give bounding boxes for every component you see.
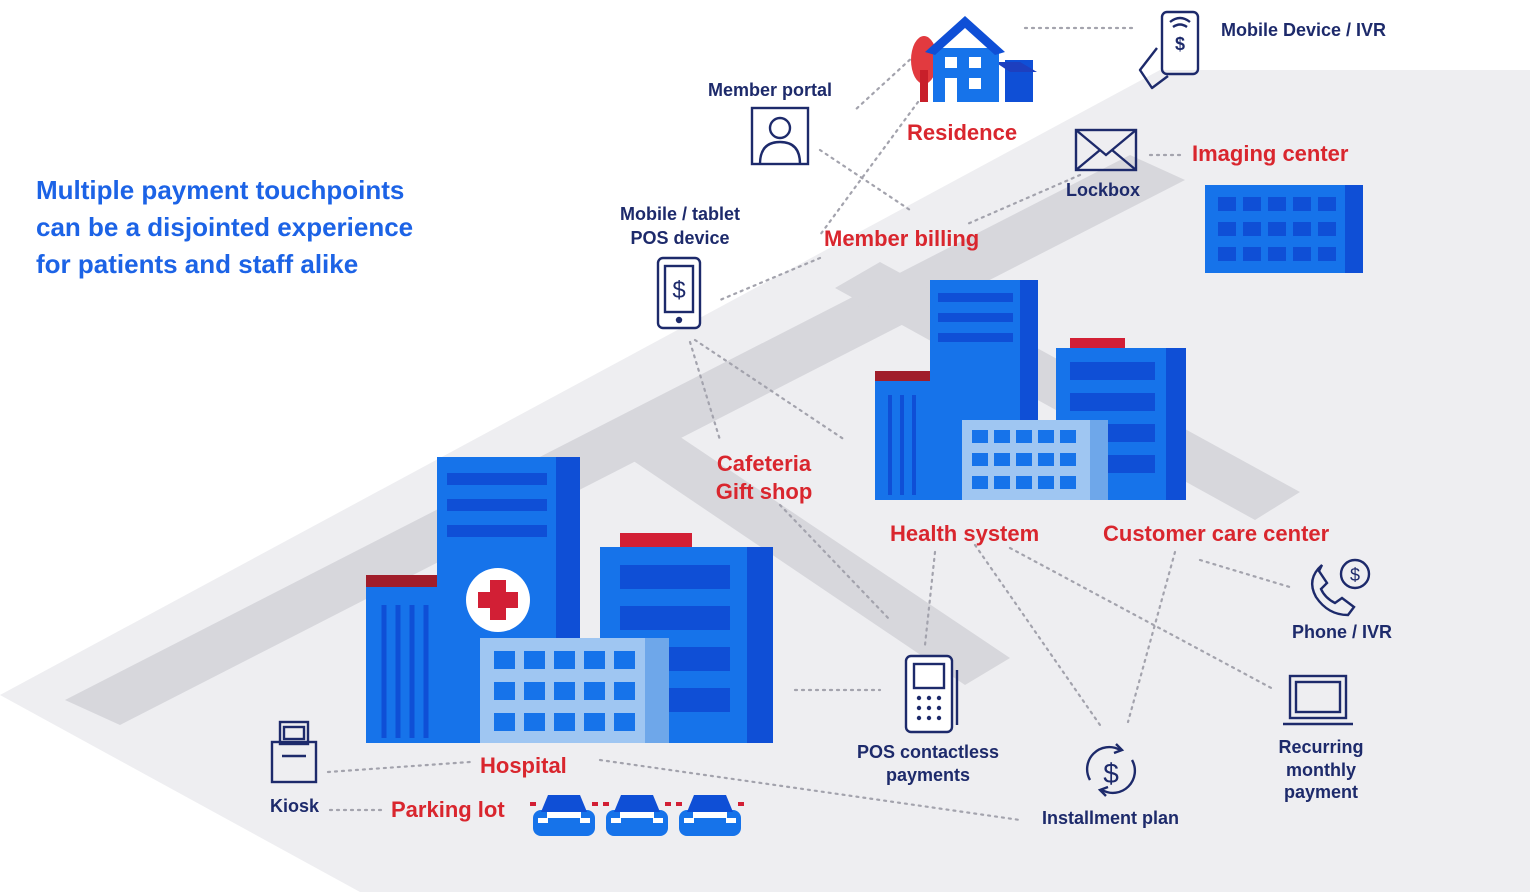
health-system-buildings-icon [875,280,1186,500]
lockbox-envelope-icon [1074,128,1138,172]
label-member-billing: Member billing [824,226,980,251]
headline-line-2: can be a disjointed experience [36,212,414,242]
recurring-payment-laptop-icon [1283,674,1353,726]
kiosk-icon [270,720,318,784]
label-installment-plan: Installment plan [1042,808,1180,828]
installment-plan-icon: $ [1085,743,1137,797]
label-phone-ivr: Phone / IVR [1292,622,1393,642]
parking-lot-cars-icon [530,795,744,836]
cross-street-left [595,410,1010,685]
label-recurring-line-2: monthly [1286,759,1356,780]
label-kiosk: Kiosk [270,796,320,816]
label-health-system: Health system [890,521,1040,546]
label-lockbox: Lockbox [1066,180,1141,200]
phone-ivr-icon: $ [1310,558,1371,617]
label-hospital: Hospital [480,753,567,778]
label-pos-contactless: POS contactless payments [840,742,1016,785]
mobile-ivr-icon: $ [1138,10,1200,90]
label-mobile-device-ivr: Mobile Device / IVR [1221,20,1387,40]
svg-text:$: $ [1103,758,1119,789]
label-member-portal: Member portal [708,80,833,100]
label-pos-contactless-line-1: POS contactless [856,742,1000,762]
label-gift-shop: Gift shop [715,479,813,505]
label-mobile-tablet-line-2: POS device [630,227,730,248]
headline-line-1: Multiple payment touchpoints [36,175,405,205]
svg-text:$: $ [1350,565,1360,585]
label-parking-lot: Parking lot [391,797,505,822]
label-recurring-line-3: payment [1283,782,1359,803]
label-imaging-center: Imaging center [1192,141,1349,166]
connector-lines [326,26,1295,822]
svg-text:$: $ [1175,34,1185,54]
label-mobile-tablet-line-1: Mobile / tablet [619,204,740,224]
label-recurring-line-1: Recurring [1278,737,1364,757]
label-cafeteria-gift-shop: Cafeteria Gift shop [700,451,828,505]
pos-terminal-icon [904,654,959,734]
mobile-tablet-pos-icon: $ [656,256,702,330]
residence-house-icon [911,16,1037,102]
label-mobile-tablet-pos: Mobile / tablet POS device [600,204,760,248]
label-customer-care-center: Customer care center [1103,521,1330,546]
headline-line-3: for patients and staff alike [36,249,359,279]
label-cafeteria: Cafeteria [716,451,812,476]
headline: Multiple payment touchpoints can be a di… [36,172,496,283]
label-recurring-monthly-payment: Recurring monthly payment [1262,737,1380,803]
label-residence: Residence [907,120,1018,145]
hospital-cross-icon [466,568,530,632]
imaging-center-building-icon [1205,185,1363,273]
label-pos-contactless-line-2: payments [885,764,971,785]
member-portal-icon [750,106,810,166]
svg-text:$: $ [672,277,685,304]
